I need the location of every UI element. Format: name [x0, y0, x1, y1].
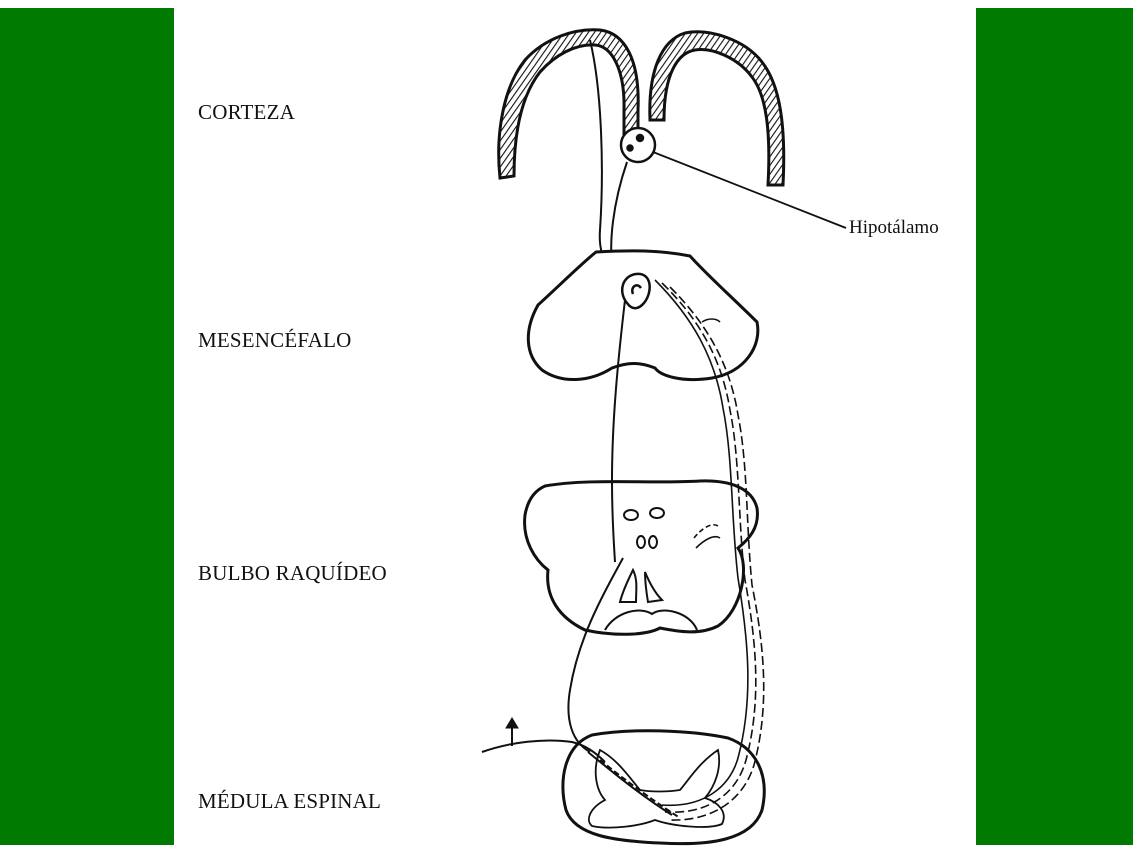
label-mesencefalo: MESENCÉFALO [198, 328, 352, 353]
label-hipotalamo: Hipotálamo [849, 217, 939, 239]
hypothalamus [621, 128, 655, 162]
hypothalamus-pointer-line [653, 152, 846, 228]
label-corteza: CORTEZA [198, 100, 295, 125]
receptor-arrow-icon [506, 718, 518, 728]
cortex-left-hemisphere [499, 30, 638, 178]
label-medula-espinal: MÉDULA ESPINAL [198, 789, 381, 814]
mesencephalon-section [528, 251, 758, 380]
label-bulbo-raquideo: BULBO RAQUÍDEO [198, 561, 387, 586]
cortex-right-hemisphere [650, 32, 784, 185]
